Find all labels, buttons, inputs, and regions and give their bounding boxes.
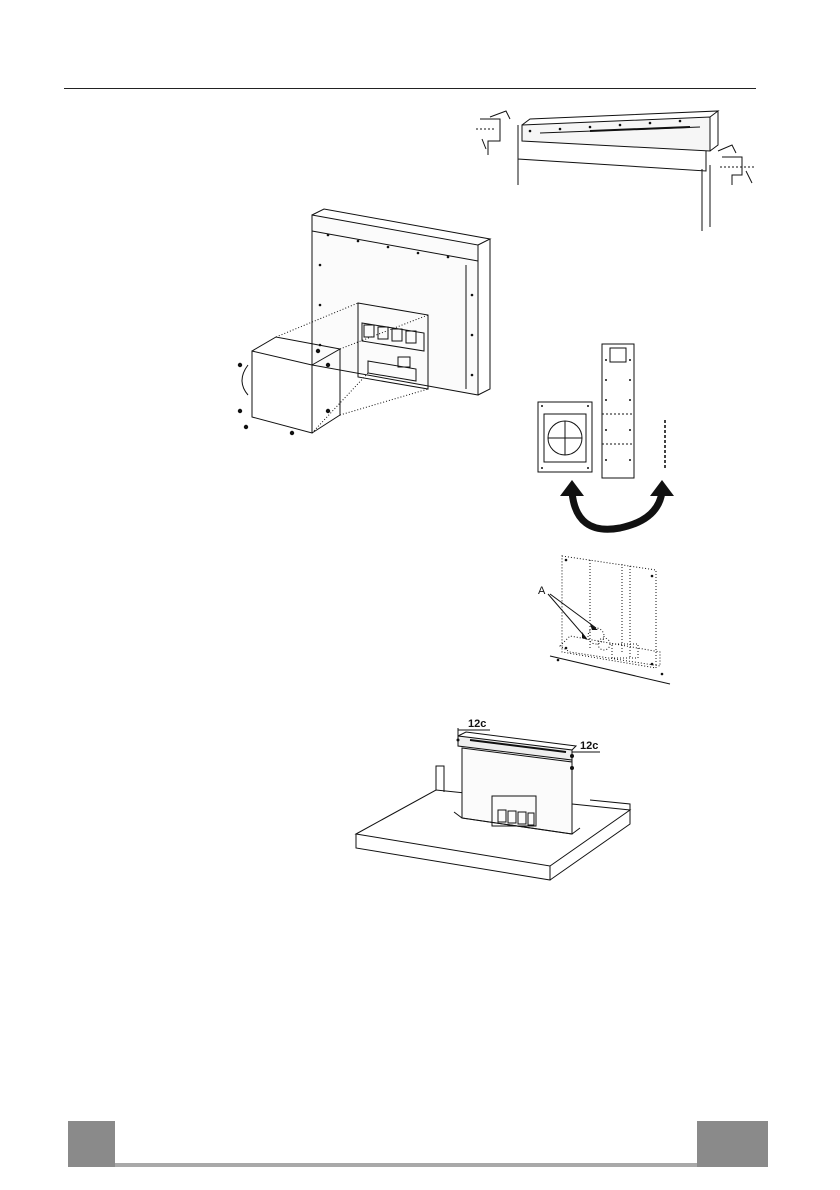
countertop-install-figure: 12c 12c (350, 712, 640, 900)
dimension-right: 12c (580, 740, 598, 752)
footer-rule (115, 1163, 697, 1167)
mounting-bracket-figure (470, 105, 760, 235)
detail-label-a-figure: A (530, 548, 680, 693)
label-a: A (538, 585, 546, 597)
duct-swap-figure (530, 340, 680, 540)
dimension-left: 12c (468, 718, 486, 730)
footer-page-tab-right (697, 1121, 768, 1167)
footer-page-tab-left (68, 1121, 115, 1167)
header-rule (64, 88, 756, 89)
hood-motor-figure (228, 205, 498, 445)
